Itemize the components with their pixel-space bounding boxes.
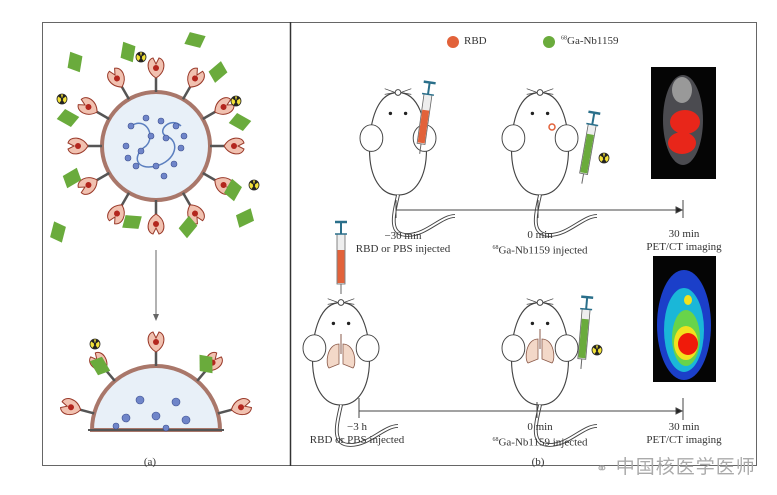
rbd-legend-dot [447, 36, 459, 48]
legend-rbd: RBD [464, 35, 487, 47]
pet-ct-image-top [651, 67, 716, 179]
down-arrow [153, 250, 159, 321]
time: 0 min [527, 421, 553, 433]
timeline-bottom [358, 398, 684, 420]
panel-a-label: (a) [143, 456, 157, 468]
time: 30 min [668, 228, 700, 240]
legend-nb1159-label: Ga-Nb1159 [567, 35, 619, 47]
event: PET/CT imaging [646, 241, 722, 253]
event: RBD or PBS injected [309, 434, 405, 446]
legend-nb1159: 68Ga-Nb1159 [561, 35, 619, 47]
timeline-top [395, 200, 684, 218]
panel-b-label: (b) [531, 456, 545, 468]
time: −30 min [384, 230, 422, 242]
time: −3 h [347, 421, 367, 433]
nb1159-legend-dot [543, 36, 555, 48]
bound-virus-illustration [58, 330, 254, 432]
event: Ga-Nb1159 injected [498, 244, 588, 257]
timeline-bottom-label-2: 0 min 68Ga-Nb1159 injected [492, 421, 587, 450]
mouse-nb1159-injection [500, 86, 610, 237]
watermark: ⚭ 中国核医学医师 [596, 452, 756, 479]
time: 30 min [668, 421, 700, 433]
time: 0 min [527, 229, 553, 241]
virus-illustration [66, 56, 246, 236]
isotope-superscript: 68 [492, 245, 499, 251]
isotope-superscript: 68 [561, 35, 567, 42]
timeline-top-label-2: 0 min 68Ga-Nb1159 injected [492, 229, 587, 258]
event: PET/CT imaging [646, 434, 722, 446]
figure-frame [42, 22, 757, 466]
isotope-superscript: 68 [492, 437, 499, 443]
mouse-rbd-pretreatment [301, 220, 400, 447]
event: Ga-Nb1159 injected [498, 436, 588, 449]
watermark-text: 中国核医学医师 [615, 456, 756, 478]
mouse-nb1159-lungs [500, 295, 603, 447]
wechat-icon: ⚭ [596, 461, 609, 477]
pet-ct-image-bottom [653, 256, 716, 382]
event: RBD or PBS injected [355, 243, 451, 255]
mouse-rbd-injection [358, 80, 457, 237]
